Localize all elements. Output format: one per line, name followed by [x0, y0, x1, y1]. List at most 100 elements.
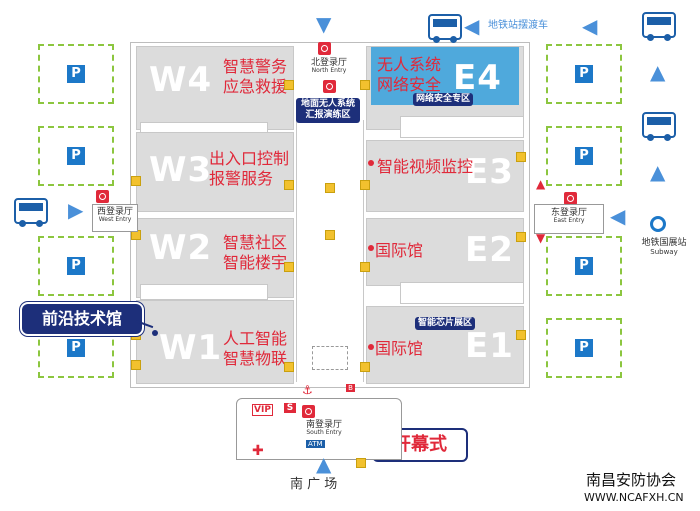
- arrow-up-icon: ▲: [650, 160, 666, 184]
- parking-lot-west-2: P: [38, 126, 114, 186]
- hall-gap-w2-w1: [140, 284, 268, 300]
- hall-w1-code: W1: [159, 328, 223, 368]
- lobby-icon: [302, 405, 315, 418]
- hall-e1-name: 国际馆: [375, 339, 424, 358]
- parking-icon: P: [575, 147, 593, 165]
- arrow-right-icon: ▶: [68, 198, 84, 222]
- shuttle-bus-icon: [642, 12, 676, 41]
- hall-marker-icon: [368, 160, 374, 166]
- service-icon: [360, 180, 370, 190]
- parking-lot-west-3: P: [38, 236, 114, 296]
- first-aid-icon: ✚: [252, 443, 264, 459]
- parking-icon: P: [67, 257, 85, 275]
- parking-icon: P: [575, 257, 593, 275]
- hall-w2-name: 智慧社区智能楼宇: [223, 233, 288, 272]
- hall-w3-code: W3: [149, 150, 213, 190]
- watermark-cn: 南昌安防协会: [586, 471, 677, 489]
- parking-icon: P: [67, 339, 85, 357]
- parking-lot-east-4: P: [546, 318, 622, 378]
- arrow-left-icon: ◀: [582, 14, 598, 38]
- hall-e4-name: 无人系统网络安全: [377, 55, 442, 94]
- parking-icon: P: [67, 65, 85, 83]
- central-corridor: [296, 120, 364, 382]
- vip-label: VIP: [252, 404, 273, 417]
- hall-w3-name: 出入口控制报警服务: [209, 149, 290, 188]
- hall-e3[interactable]: E3 智能视频监控: [366, 140, 524, 212]
- metro-shuttle-label: 地铁站摆渡车: [488, 20, 548, 31]
- frontier-pointer-dot: [152, 330, 158, 336]
- hall-e2-name: 国际馆: [375, 241, 424, 260]
- restaurant-icon: ⚓: [302, 383, 313, 397]
- arrow-up-red-icon: ▲: [536, 177, 546, 191]
- service-icon: [325, 230, 335, 240]
- service-icon: [284, 362, 294, 372]
- south-square-label: 南 广 场: [290, 477, 338, 492]
- parking-icon: P: [575, 339, 593, 357]
- arrow-left-icon: ◀: [464, 14, 480, 38]
- service-icon: [516, 152, 526, 162]
- hall-e1-code: E1: [465, 326, 514, 366]
- hall-w3[interactable]: W3 出入口控制报警服务: [136, 132, 294, 212]
- watermark-url: WWW.NCAFXH.CN: [584, 491, 684, 504]
- hall-gap-e2-e1: [400, 282, 524, 304]
- hall-e4-code: E4: [453, 58, 502, 98]
- parking-lot-east-2: P: [546, 126, 622, 186]
- service-icon: [131, 360, 141, 370]
- hall-marker-icon: [368, 245, 374, 251]
- arrow-up-icon: ▲: [650, 60, 666, 84]
- hall-w2-code: W2: [149, 228, 213, 268]
- parking-icon: P: [67, 147, 85, 165]
- lobby-icon: [96, 190, 109, 203]
- atm-label: ATM: [306, 440, 325, 449]
- e1-zone-tag: 智能芯片展区: [415, 317, 476, 330]
- service-icon: [284, 80, 294, 90]
- security-icon: S: [284, 403, 296, 414]
- arrow-up-icon: ▲: [316, 452, 332, 476]
- service-icon: [131, 176, 141, 186]
- subway-icon: [650, 216, 666, 232]
- parking-lot-west-1: P: [38, 44, 114, 104]
- hall-e2-code: E2: [465, 230, 514, 270]
- lobby-icon: [318, 42, 331, 55]
- service-icon: [516, 232, 526, 242]
- service-icon: [360, 262, 370, 272]
- arrow-down-icon: ▼: [316, 12, 332, 36]
- hall-w4[interactable]: W4 智慧警务应急救援: [136, 46, 294, 130]
- lobby-icon: [564, 192, 577, 205]
- lobby-icon: [323, 80, 336, 93]
- shuttle-bus-icon: [642, 112, 676, 141]
- corridor-plaza: [312, 346, 348, 370]
- hall-e1[interactable]: E1 国际馆 智能芯片展区: [366, 306, 524, 384]
- service-icon: [516, 330, 526, 340]
- hall-gap-e4-e3: [400, 116, 524, 138]
- hall-e2[interactable]: E2 国际馆: [366, 218, 524, 286]
- arrow-left-icon: ◀: [610, 204, 626, 228]
- hall-e3-code: E3: [465, 152, 514, 192]
- hall-w1[interactable]: W1 人工智能智慧物联: [136, 300, 294, 384]
- service-icon: [360, 80, 370, 90]
- hall-e3-name: 智能视频监控: [377, 157, 474, 176]
- service-icon: [325, 183, 335, 193]
- service-icon: [284, 262, 294, 272]
- hall-marker-icon: [368, 344, 374, 350]
- b-marker: B: [346, 384, 355, 393]
- parking-lot-east-3: P: [546, 236, 622, 296]
- service-icon: [360, 362, 370, 372]
- shuttle-bus-icon: [14, 198, 48, 227]
- south-lobby-outline: [236, 398, 402, 460]
- arrow-down-red-icon: ▼: [536, 231, 546, 245]
- e4-zone-tag: 网络安全专区: [413, 93, 474, 106]
- hall-w4-name: 智慧警务应急救援: [223, 57, 288, 96]
- shuttle-bus-icon: [428, 14, 462, 43]
- frontier-tech-callout: 前沿技术馆: [22, 304, 142, 334]
- parking-icon: P: [575, 65, 593, 83]
- hall-w4-code: W4: [149, 60, 213, 100]
- service-icon: [356, 458, 366, 468]
- service-icon: [284, 180, 294, 190]
